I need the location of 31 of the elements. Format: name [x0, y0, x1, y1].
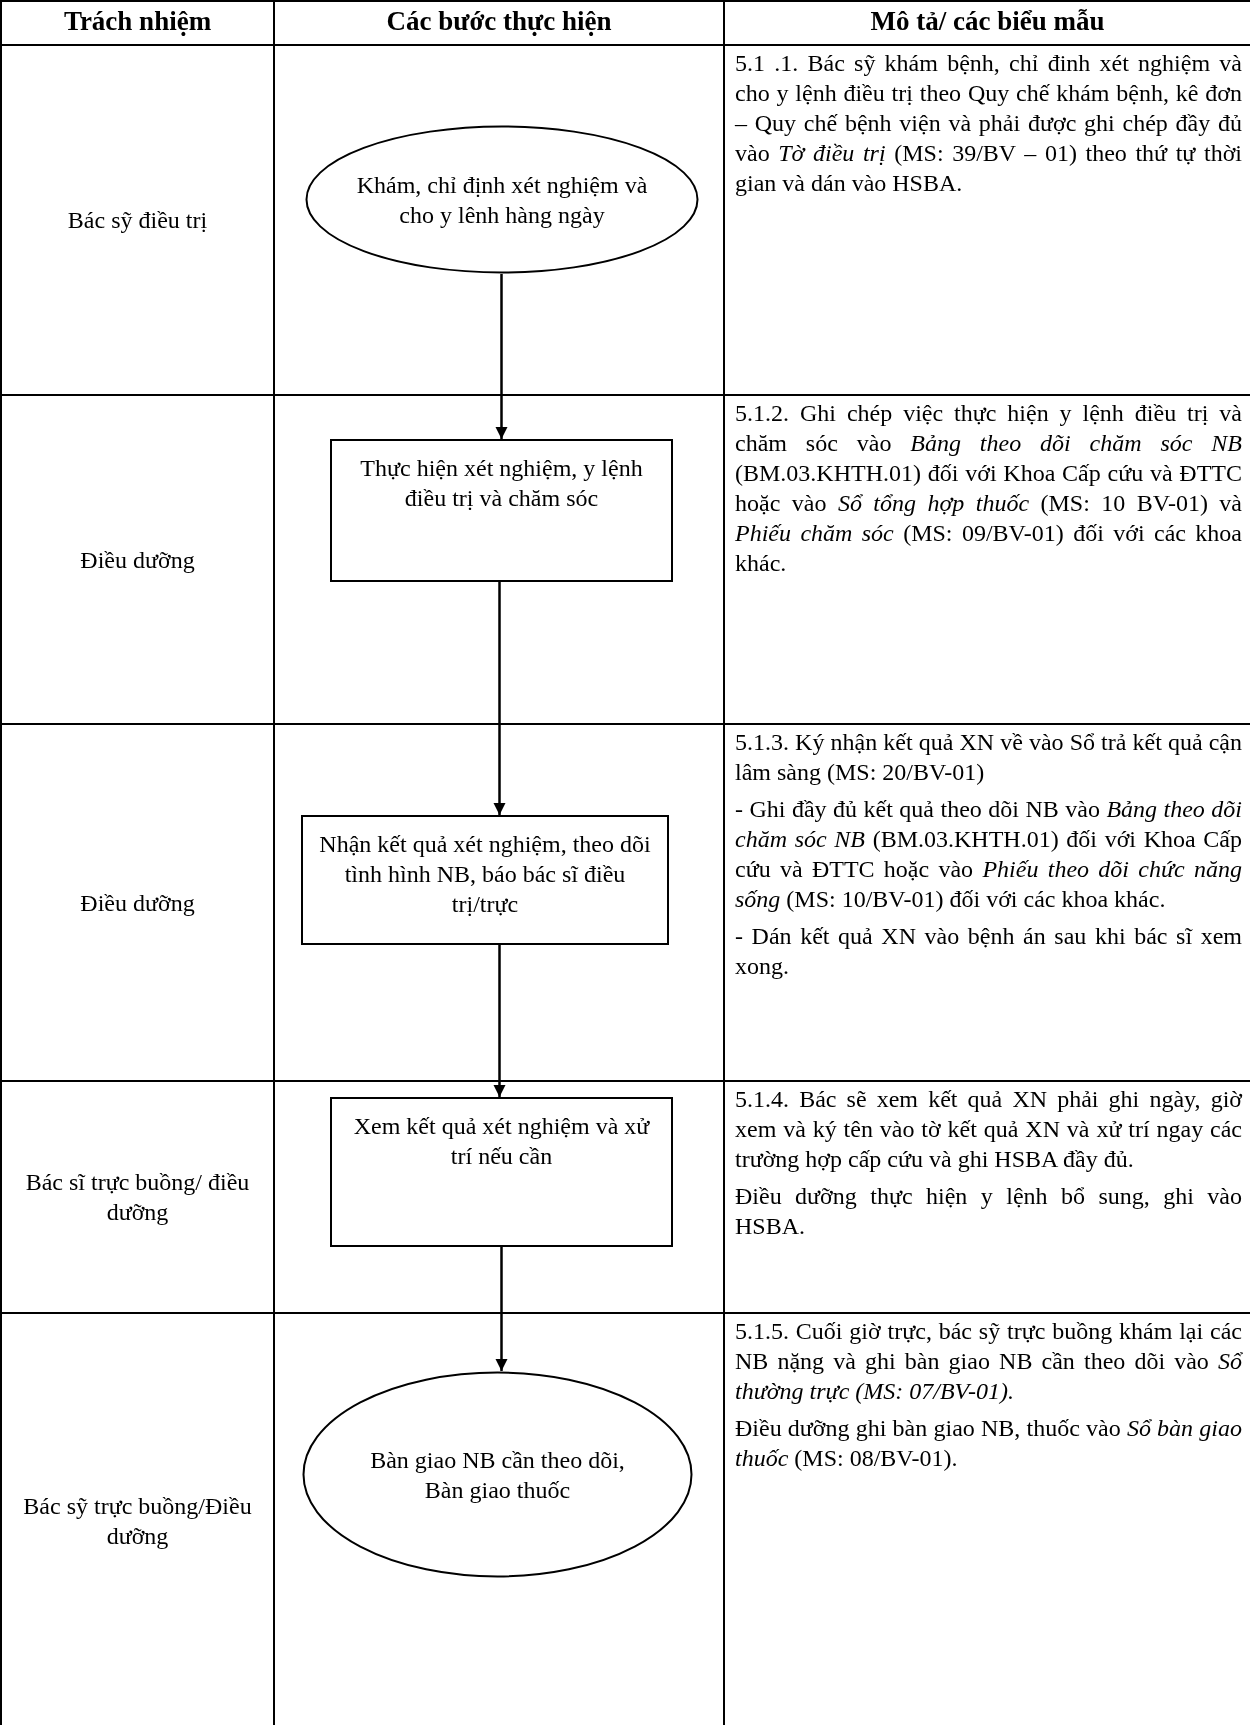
process-box	[301, 815, 669, 945]
role-label: Điều dưỡng	[80, 545, 195, 575]
step-text: Nhận kết quả xét nghiệm, theo dõi tình hình NB, báo bác sĩ điều trị/trực	[318, 830, 652, 919]
arrow	[495, 274, 508, 439]
column-header: Mô tả/ các biểu mẫu	[870, 6, 1105, 36]
process-box	[330, 1097, 673, 1247]
process-ellipse	[302, 1371, 693, 1578]
step-text: Thực hiện xét nghiệm, y lệnh điều trị và chăm sóc	[359, 454, 644, 513]
description-text: - Dán kết quả XN vào bệnh án sau khi bác sĩ xem xong.	[735, 922, 1242, 981]
description-text: Điều dưỡng ghi bàn giao NB, thuốc vào Sổ bàn giao thuốc (MS: 08/BV-01).	[735, 1414, 1242, 1473]
role-label: Bác sỹ điều trị	[67, 206, 208, 235]
description-text: 5.1.5. Cuối giờ trực, bác sỹ trực buồng khám lại các NB nặng và ghi bàn giao NB cần theo dõi vào Sổ thường trực (MS: 07/BV-01).	[735, 1317, 1242, 1406]
role-label: Điều dưỡng	[80, 888, 195, 918]
column-header: Các bước thực hiện	[386, 6, 612, 36]
arrow	[493, 582, 506, 815]
role-label: Bác sĩ trực buồng/ điều dưỡng	[24, 1168, 251, 1227]
process-box	[330, 439, 673, 582]
description-text: 5.1 .1. Bác sỹ khám bệnh, chỉ đinh xét nghiệm và cho y lệnh điều trị theo Quy chế khám bệnh, kê đơn – Quy chế bệnh viện và phải được ghi chép đầy đủ vào Tờ điều trị (MS: 39/BV – 01) theo thứ tự thời gian và dán vào HSBA.	[735, 49, 1242, 198]
step-text: Bàn giao NB cần theo dõi, Bàn giao thuốc	[369, 1445, 626, 1505]
step-text: Khám, chỉ định xét nghiệm và cho y lênh hàng ngày	[355, 170, 649, 230]
arrow	[493, 945, 506, 1097]
description-text: 5.1.3. Ký nhận kết quả XN về vào Sổ trả kết quả cận lâm sàng (MS: 20/BV-01)	[735, 728, 1242, 787]
description-text: 5.1.4. Bác sẽ xem kết quả XN phải ghi ngày, giờ xem và ký tên vào tờ kết quả XN và xử trí ngay các trường hợp cấp cứu và ghi HSBA đầy đủ.	[735, 1085, 1242, 1174]
step-text: Xem kết quả xét nghiệm và xử trí nếu cần	[352, 1112, 651, 1171]
role-label: Bác sỹ trực buồng/Điều dưỡng	[22, 1491, 253, 1551]
description-text: - Ghi đầy đủ kết quả theo dõi NB vào Bảng theo dõi chăm sóc NB (BM.03.KHTH.01) đối với Khoa Cấp cứu và ĐTTC hoặc vào Phiếu theo dõi chức năng sống (MS: 10/BV-01) đối với các khoa khác.	[735, 795, 1242, 914]
arrow	[495, 1247, 508, 1371]
column-header: Trách nhiệm	[63, 6, 212, 36]
process-ellipse	[305, 125, 699, 274]
description-text: Điều dưỡng thực hiện y lệnh bổ sung, ghi vào HSBA.	[735, 1182, 1242, 1241]
description-text: 5.1.2. Ghi chép việc thực hiện y lệnh điều trị và chăm sóc vào Bảng theo dõi chăm sóc NB (BM.03.KHTH.01) đối với Khoa Cấp cứu và ĐTTC hoặc vào Sổ tổng hợp thuốc (MS: 10 BV-01) và Phiếu chăm sóc (MS: 09/BV-01) đối với các khoa khác.	[735, 399, 1242, 578]
